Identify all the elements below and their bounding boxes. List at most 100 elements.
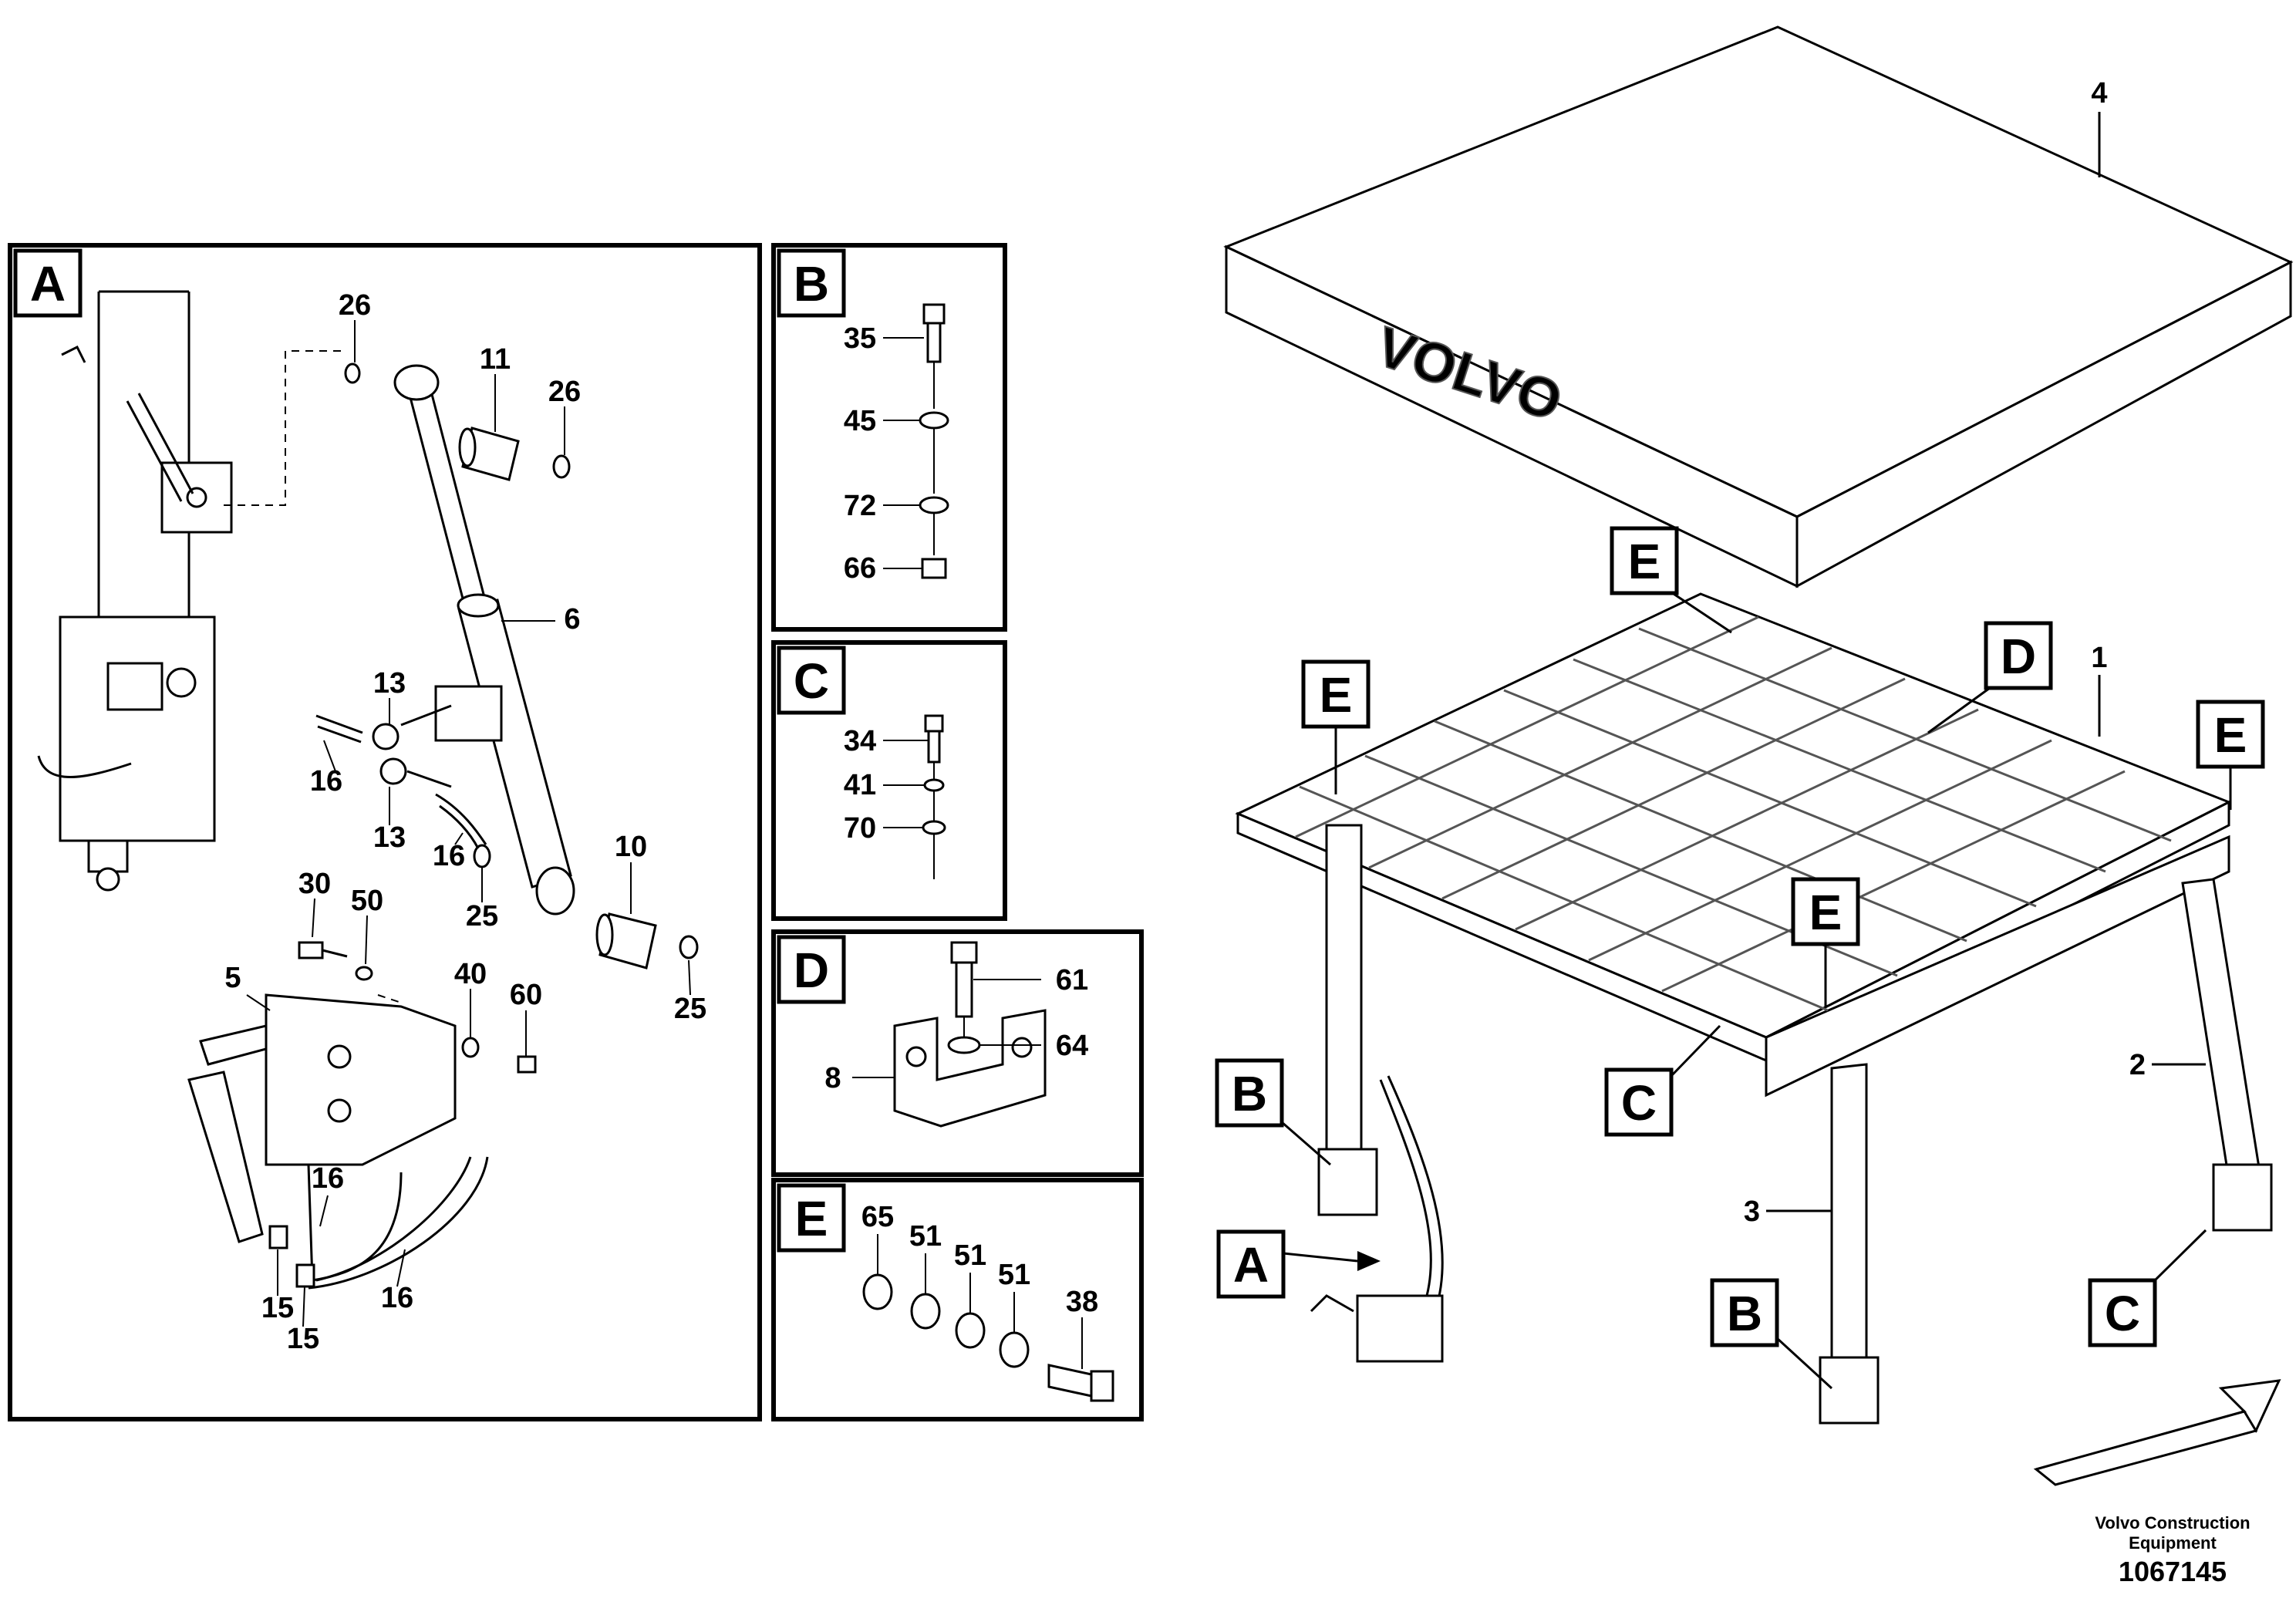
callout-e-right: E [2196,700,2265,810]
footer-company-line1: Volvo Construction [2095,1513,2250,1533]
part-label: 26 [339,289,371,322]
washer-51-c [999,1331,1030,1368]
svg-text:C: C [2105,1286,2140,1341]
svg-text:E: E [1809,885,1843,940]
svg-text:D: D [2001,629,2036,684]
gas-strut-assembly-a [1310,1075,1444,1363]
gas-cylinder-6 [393,364,575,916]
callout-d: D [1927,621,2053,734]
part-label: 1 [2091,642,2107,674]
bolt-34 [924,714,944,764]
callout-c-middle: C [1604,1024,1721,1137]
part-label: 66 [844,552,876,585]
bolt-35 [922,303,946,363]
part-label: 16 [381,1282,413,1314]
part-label: 10 [615,831,647,863]
part-label: 3 [1744,1195,1760,1228]
part-label: 15 [287,1323,319,1355]
callout-c-right: C [2088,1229,2207,1347]
ring-25-left [473,844,491,868]
panel-b-letter: B [794,256,829,312]
part-label: 50 [351,885,383,917]
ring-26-left [344,363,361,384]
nut-66 [921,558,947,579]
part-label: 30 [298,868,331,900]
callout-b-bottom: B [1710,1278,1833,1390]
fittings-13 [315,704,487,849]
footer-company-line2: Equipment [2129,1533,2217,1553]
roof-frame-1 [1235,592,2232,1098]
svg-text:C: C [1621,1075,1657,1131]
ring-25-right [679,935,699,959]
washer-70 [922,820,946,835]
washer-51-b [955,1312,986,1349]
part-label: 13 [373,821,406,854]
panel-e-letter: E [795,1191,828,1246]
svg-text:A: A [1233,1237,1269,1293]
bracket-5-assembly [187,941,537,1243]
front-post-3 [1819,1063,1880,1425]
footer-doc-number: 1067145 [2119,1556,2227,1587]
part-label: 25 [466,900,498,932]
part-label: 65 [861,1201,894,1233]
svg-text:E: E [1628,534,1661,589]
washer-51-a [910,1293,941,1330]
part-label: 11 [480,343,511,376]
washer-72 [919,496,949,514]
part-label: 6 [564,603,580,636]
ring-26-right [552,454,571,479]
callout-e-left: E [1301,659,1371,794]
pin-10 [595,912,657,969]
part-label: 45 [844,405,876,437]
panel-c-letter: C [794,653,829,709]
callout-a: A [1216,1229,1381,1299]
panel-b: B [771,243,1007,632]
hoses-16 [268,1156,489,1290]
bolt-38 [1047,1364,1114,1402]
part-label: 51 [909,1220,942,1253]
direction-arrow-body [2033,1410,2258,1486]
bolt-61 [950,941,978,1018]
part-label: 15 [261,1292,294,1324]
part-label: 70 [844,812,876,845]
washer-64 [947,1036,981,1054]
part-label: 40 [454,958,487,990]
part-label: 8 [824,1062,841,1094]
rear-post-2 [2181,878,2273,1232]
svg-text:E: E [1320,667,1353,723]
svg-text:B: B [1232,1066,1267,1121]
left-post-bracket [1317,824,1378,1216]
panel-d: D [771,929,1144,1177]
part-label: 51 [998,1259,1030,1291]
panel-c: C [771,640,1007,921]
part-label: 2 [2129,1049,2146,1081]
svg-text:B: B [1727,1286,1762,1341]
part-label: 4 [2091,77,2107,110]
part-label: 35 [844,322,876,355]
part-label: 60 [510,979,542,1011]
callout-e-middle: E [1791,877,1860,1007]
part-label: 25 [674,993,706,1025]
panel-a: A [8,243,762,1421]
part-label: 41 [844,769,876,801]
washer-41 [923,778,945,792]
pin-11 [458,427,520,481]
part-label: 38 [1066,1286,1098,1318]
panel-a-letter: A [30,256,66,312]
part-label: 26 [548,376,581,408]
nut-65 [862,1273,893,1310]
part-label: 13 [373,667,406,700]
u-bracket-8 [893,1009,1047,1128]
part-label: 61 [1056,964,1088,996]
part-label: 64 [1056,1030,1088,1062]
callout-b-left: B [1215,1058,1331,1166]
part-label: 16 [433,840,465,872]
svg-text:E: E [2214,707,2247,763]
part-label: 51 [954,1239,986,1272]
panel-d-letter: D [794,943,829,998]
cab-post-bracket [37,290,233,892]
part-label: 16 [312,1162,344,1195]
part-label: 16 [310,765,342,798]
part-label: 5 [224,962,241,994]
